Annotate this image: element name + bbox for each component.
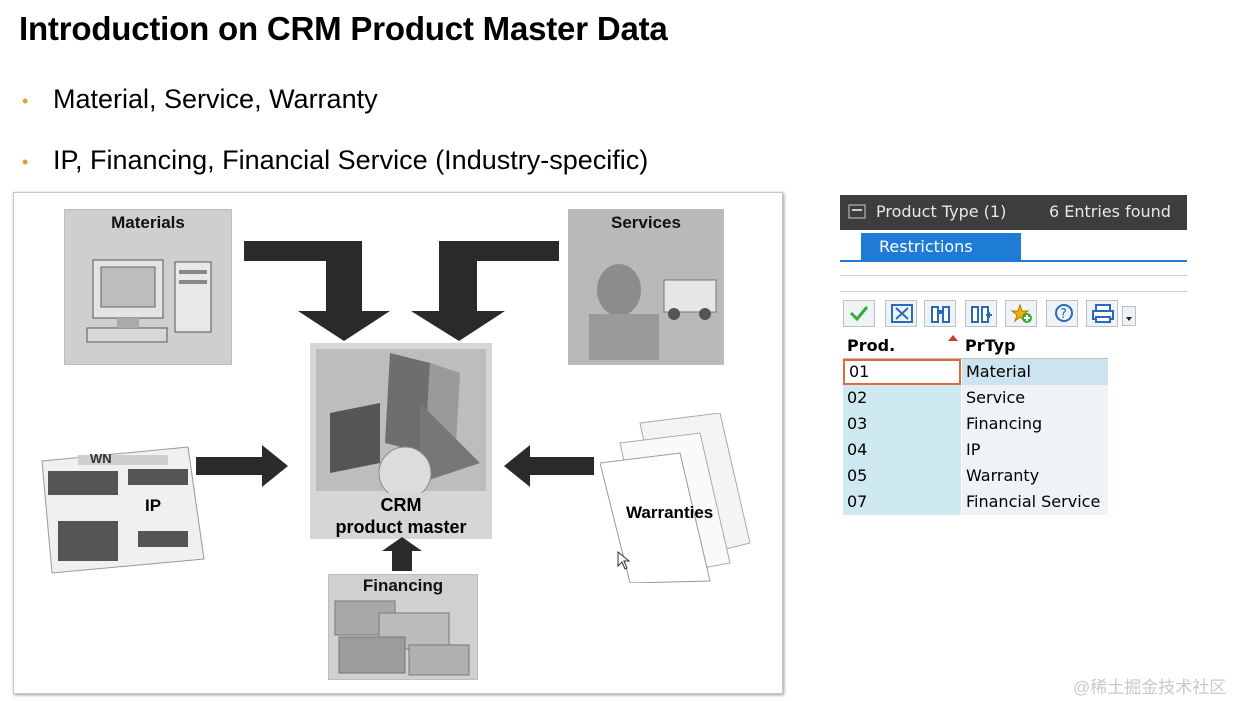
- services-label: Services: [611, 213, 681, 232]
- table-row[interactable]: 07 Financial Service: [843, 489, 1108, 515]
- banknotes-illustration: [334, 600, 470, 676]
- bullet-text: Material, Service, Warranty: [53, 84, 378, 114]
- tab-underline: [840, 260, 1187, 262]
- computer-illustration: [86, 259, 212, 343]
- warranties-label: Warranties: [626, 503, 714, 522]
- table-row[interactable]: 05 Warranty: [843, 463, 1108, 489]
- financing-label: Financing: [362, 576, 444, 595]
- cell-code[interactable]: 04: [843, 437, 961, 463]
- add-favorite-icon[interactable]: [1005, 300, 1037, 327]
- cell-name[interactable]: Financial Service: [962, 489, 1108, 515]
- bullet-dot: •: [22, 152, 29, 172]
- arrow-materials: [244, 241, 390, 341]
- ip-newspaper: [41, 446, 205, 574]
- service-illustration: [589, 264, 717, 360]
- materials-photo: Materials: [64, 209, 232, 365]
- cancel-icon[interactable]: [885, 300, 917, 327]
- table-row[interactable]: 03 Financing: [843, 411, 1108, 437]
- center-label-line1: CRM: [380, 495, 422, 515]
- crm-product-diagram: Materials Services: [13, 192, 783, 694]
- crm-product-master-box: CRM product master: [310, 343, 492, 539]
- header-underline: [843, 358, 1108, 359]
- mouse-cursor-icon: [617, 551, 631, 570]
- help-icon[interactable]: ?: [1046, 300, 1078, 327]
- checkmark-icon[interactable]: [843, 300, 875, 327]
- dialog-title-icon: [848, 204, 866, 219]
- bullet-dot: •: [22, 91, 29, 111]
- print-icon[interactable]: [1086, 300, 1118, 327]
- bullet-text: IP, Financing, Financial Service (Indust…: [53, 145, 649, 175]
- divider: [840, 291, 1187, 292]
- arrow-services: [411, 241, 559, 341]
- divider: [840, 275, 1187, 276]
- arrow-warranties: [504, 445, 594, 487]
- cell-name[interactable]: Financing: [962, 411, 1108, 437]
- cell-code[interactable]: 03: [843, 411, 961, 437]
- table-row[interactable]: 02 Service: [843, 385, 1108, 411]
- center-label-line2: product master: [335, 517, 467, 537]
- column-header-prod-type[interactable]: Prod. Type: [847, 336, 896, 380]
- cell-name[interactable]: IP: [962, 437, 1108, 463]
- cell-code[interactable]: 05: [843, 463, 961, 489]
- slide-title: Introduction on CRM Product Master Data: [19, 10, 668, 47]
- services-photo: Services: [568, 209, 724, 365]
- find-icon[interactable]: [924, 300, 956, 327]
- cell-code[interactable]: 01: [843, 359, 961, 385]
- column-header-prtyp[interactable]: PrTyp: [965, 336, 1016, 355]
- arrow-financing: [382, 537, 422, 571]
- cell-name[interactable]: Service: [962, 385, 1108, 411]
- ip-label: IP: [145, 496, 162, 515]
- find-next-icon[interactable]: [965, 300, 997, 327]
- tab-restrictions[interactable]: Restrictions: [861, 233, 1021, 261]
- cell-code[interactable]: 07: [843, 489, 961, 515]
- cell-name[interactable]: Warranty: [962, 463, 1108, 489]
- geometric-shapes-illustration: [316, 349, 486, 493]
- watermark: @稀土掘金技术社区: [1073, 678, 1227, 697]
- sort-indicator-icon: [948, 335, 958, 341]
- dialog-title: Product Type (1): [876, 202, 1007, 221]
- cell-code[interactable]: 02: [843, 385, 961, 411]
- dropdown-icon[interactable]: [1122, 306, 1136, 326]
- table-row[interactable]: 04 IP: [843, 437, 1108, 463]
- materials-label: Materials: [111, 213, 185, 232]
- financing-photo: Financing: [328, 574, 478, 680]
- arrow-ip: [196, 445, 288, 487]
- entries-found: 6 Entries found: [1049, 202, 1171, 221]
- dialog-titlebar: Product Type (1) 6 Entries found: [840, 195, 1187, 230]
- cell-name[interactable]: Material: [962, 359, 1108, 385]
- warranties-documents: [600, 413, 751, 583]
- table-row[interactable]: 01 Material: [843, 359, 1108, 385]
- svg-text:?: ?: [1060, 307, 1067, 322]
- newspaper-masthead: WN: [90, 451, 112, 466]
- sap-value-help-dialog: Product Type (1) 6 Entries found Restric…: [840, 195, 1187, 525]
